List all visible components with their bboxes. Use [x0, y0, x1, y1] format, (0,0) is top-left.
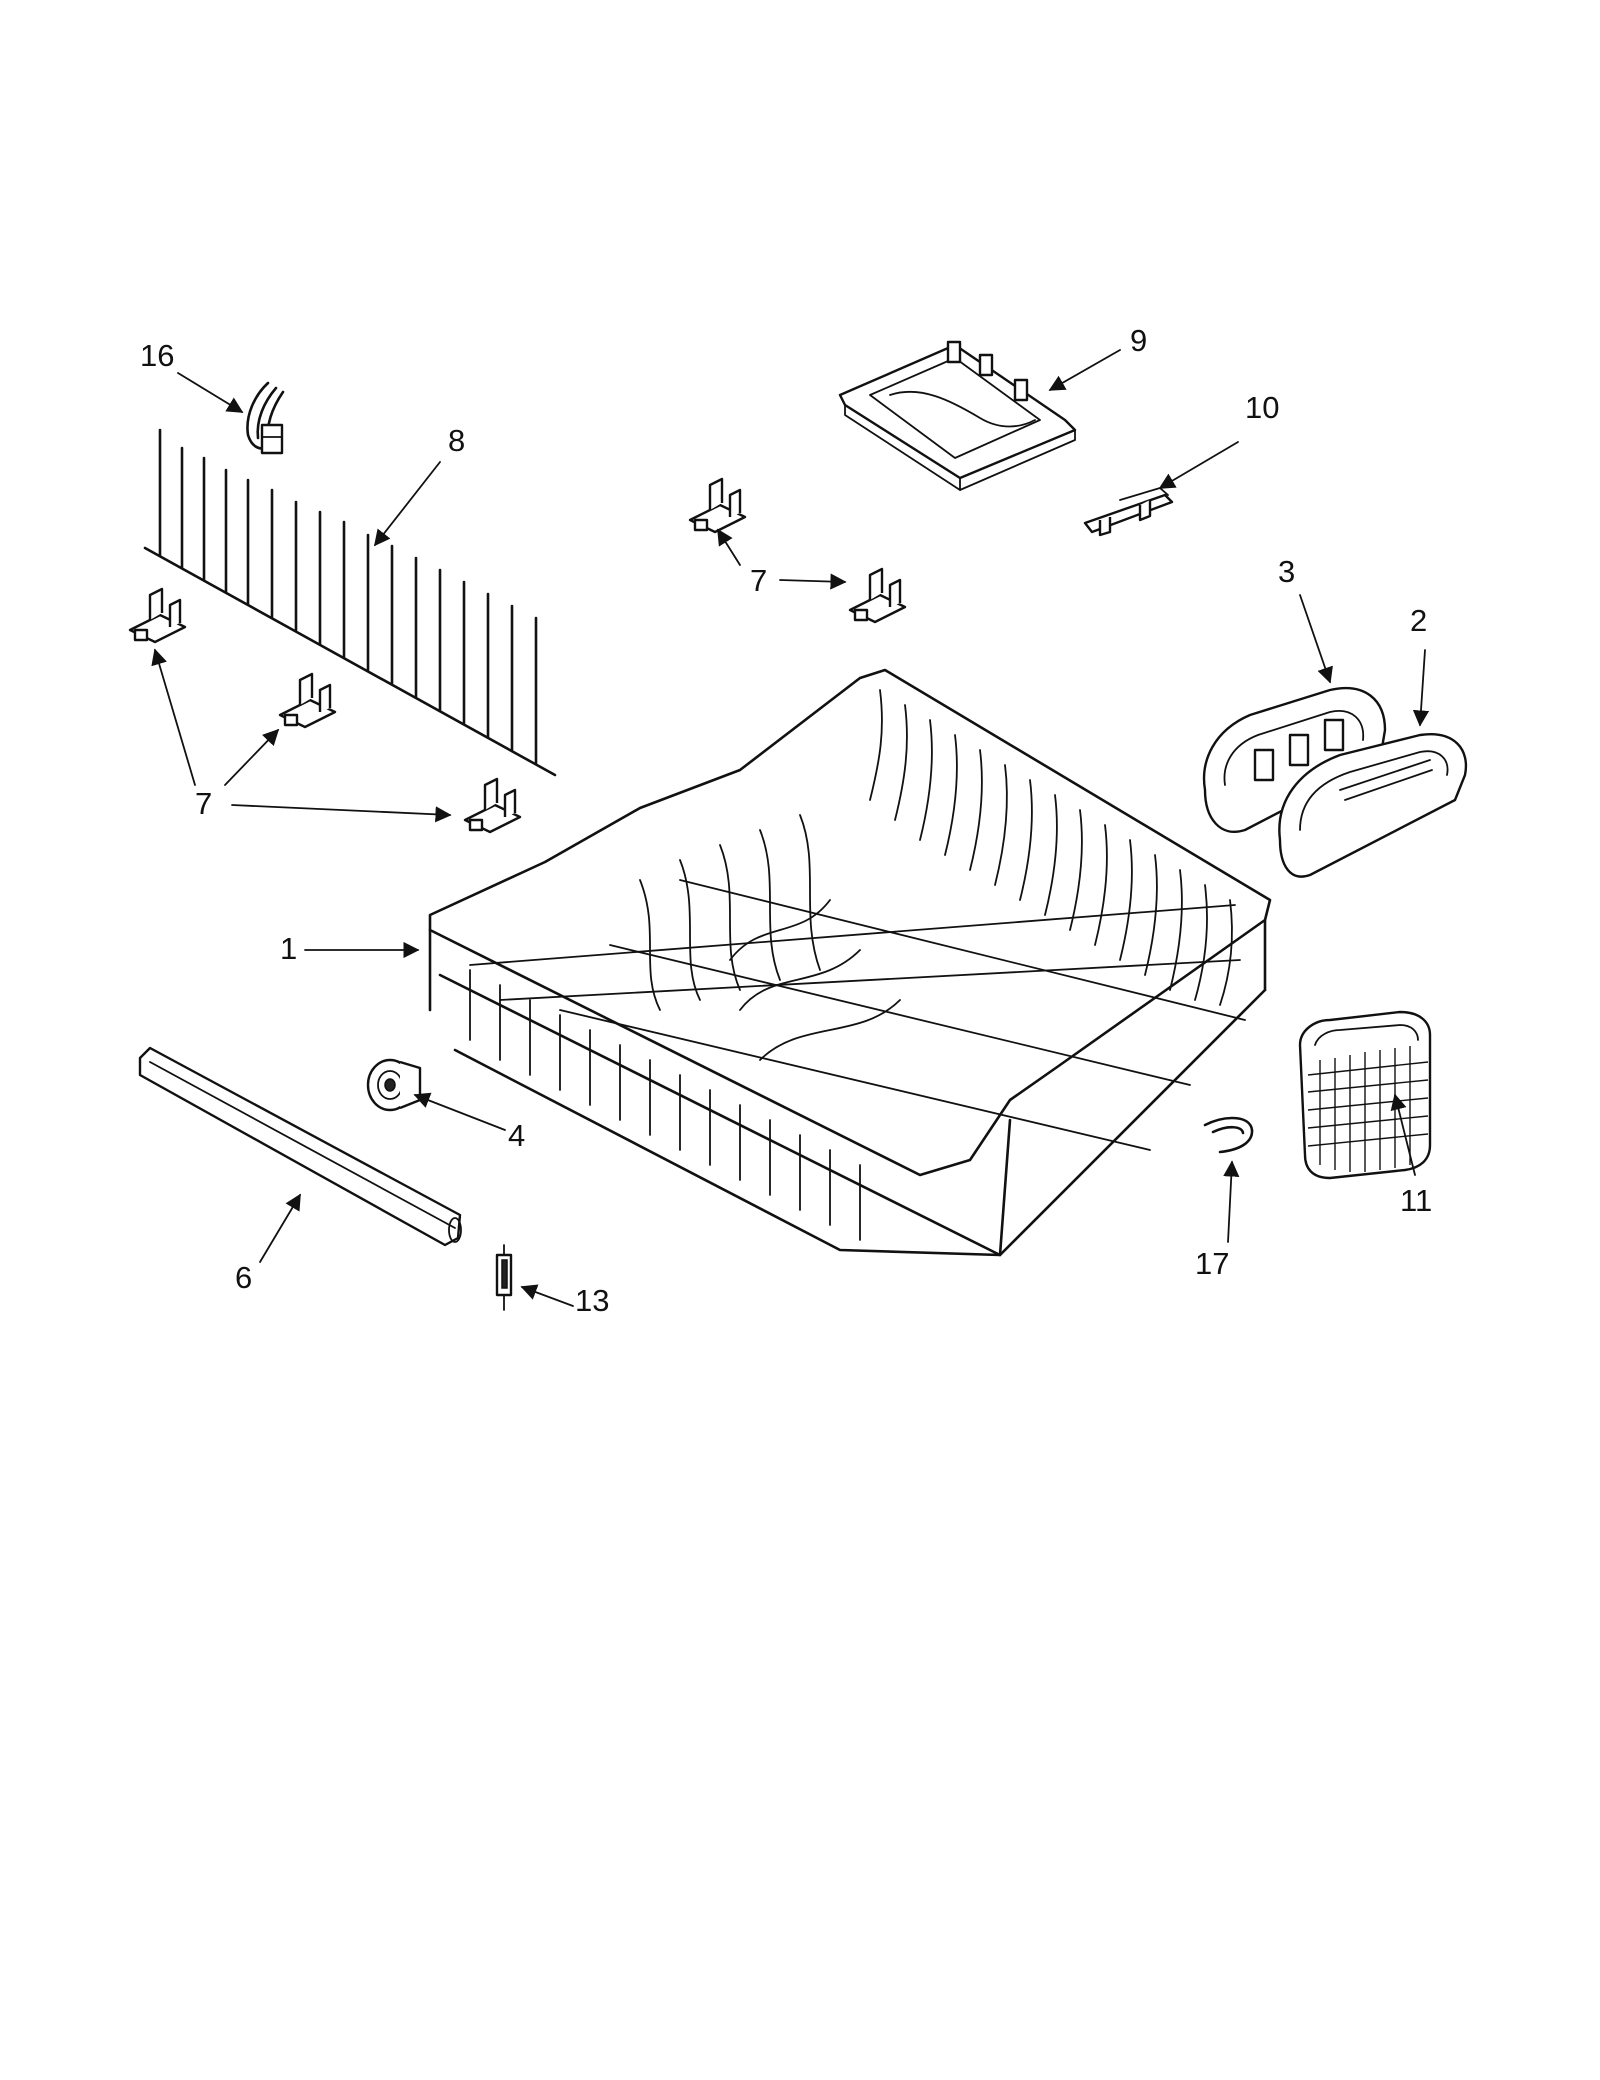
callout-10: 10 [1245, 390, 1280, 425]
clip-part-7-e [848, 567, 907, 624]
callout-11: 11 [1400, 1183, 1433, 1218]
dishrack-part-1 [428, 668, 1272, 1257]
cover-part-3 [1202, 687, 1387, 833]
clip-part-7-b [278, 672, 337, 729]
wheel-part-4 [366, 1058, 422, 1112]
leader-lines [151, 349, 1430, 1307]
lid-part-2 [1278, 733, 1468, 878]
clip-part-7-d [688, 477, 747, 534]
clip-part-16 [246, 381, 285, 455]
callout-13: 13 [575, 1283, 610, 1318]
callout-9: 9 [1130, 323, 1148, 358]
callout-8: 8 [448, 423, 466, 458]
clip-part-7-a [128, 587, 187, 644]
callout-2: 2 [1410, 603, 1428, 638]
callout-7-top: 7 [750, 563, 768, 598]
bracket-part-10 [1083, 487, 1174, 537]
hook-part-17 [1203, 1116, 1254, 1154]
tine-row-part-8 [143, 428, 557, 777]
callout-3: 3 [1278, 554, 1296, 589]
callout-17: 17 [1195, 1246, 1230, 1281]
clip-part-13 [495, 1244, 513, 1311]
basket-part-11 [1298, 1010, 1432, 1180]
rail-part-6 [138, 1046, 462, 1247]
tray-part-9 [838, 340, 1077, 491]
callout-4: 4 [508, 1118, 526, 1153]
callout-16: 16 [140, 338, 175, 373]
callout-1: 1 [280, 931, 298, 966]
callout-7-left: 7 [195, 786, 213, 821]
clip-part-7-c [463, 777, 522, 834]
callout-6: 6 [235, 1260, 253, 1295]
